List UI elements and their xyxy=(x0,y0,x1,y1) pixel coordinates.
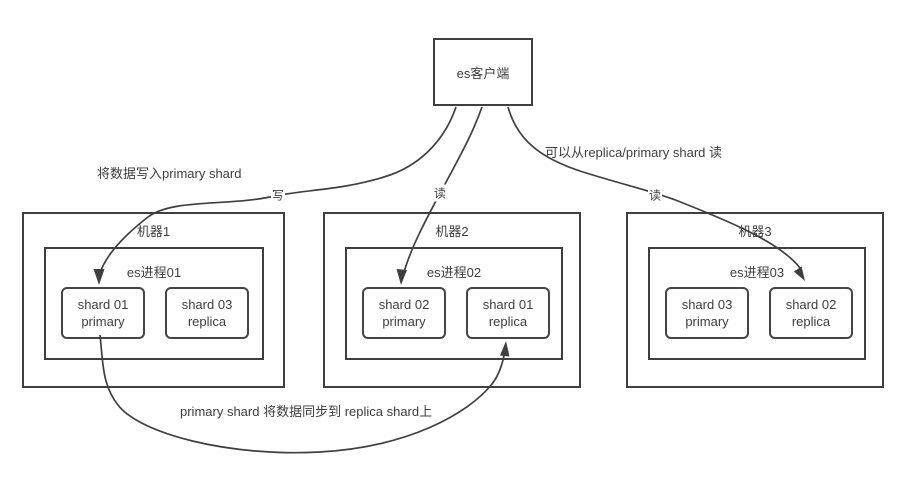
es-process-03-node: es进程03 shard 03 primary shard 02 replica xyxy=(648,247,866,360)
shard-name: shard 01 xyxy=(77,297,129,312)
shard-02-replica-node: shard 02 replica xyxy=(769,287,853,339)
shard-role: replica xyxy=(187,314,227,329)
write-note: 将数据写入primary shard xyxy=(97,166,242,181)
shard-role: replica xyxy=(488,314,528,329)
es-process-02-label: es进程02 xyxy=(426,265,482,280)
write-edge-label: 写 xyxy=(270,186,286,204)
es-client-label: es客户端 xyxy=(456,65,510,81)
shard-01-replica-node: shard 01 replica xyxy=(466,287,550,339)
write-edge-arrowhead xyxy=(93,269,105,285)
machine-2-label: 机器2 xyxy=(435,224,469,239)
shard-name: shard 03 xyxy=(181,297,233,312)
read-note: 可以从replica/primary shard 读 xyxy=(545,145,722,160)
shard-03-primary-node: shard 03 primary xyxy=(665,287,749,339)
shard-name: shard 02 xyxy=(378,297,430,312)
read-edge-machine3-arrowhead xyxy=(793,266,805,281)
shard-role: primary xyxy=(685,314,729,329)
shard-name: shard 01 xyxy=(482,297,534,312)
machine-2-node: 机器2 es进程02 shard 02 primary shard 01 rep… xyxy=(323,212,581,388)
read-edge-label-machine2: 读 xyxy=(432,184,448,202)
machine-3-label: 机器3 xyxy=(738,224,772,239)
read-edge-machine3 xyxy=(507,106,801,269)
es-process-01-label: es进程01 xyxy=(126,265,182,280)
shard-name: shard 03 xyxy=(681,297,733,312)
shard-role: replica xyxy=(791,314,831,329)
machine-1-node: 机器1 es进程01 shard 01 primary shard 03 rep… xyxy=(22,212,285,388)
shard-role: primary xyxy=(382,314,426,329)
es-client-node: es客户端 xyxy=(433,38,533,106)
es-process-01-node: es进程01 shard 01 primary shard 03 replica xyxy=(44,247,264,360)
sync-note: primary shard 将数据同步到 replica shard上 xyxy=(180,404,433,419)
shard-02-primary-node: shard 02 primary xyxy=(362,287,446,339)
shard-role: primary xyxy=(81,314,125,329)
read-edge-label-machine3: 读 xyxy=(647,186,663,204)
es-process-03-label: es进程03 xyxy=(729,265,785,280)
shard-03-replica-node: shard 03 replica xyxy=(165,287,249,339)
es-process-02-node: es进程02 shard 02 primary shard 01 replica xyxy=(345,247,563,360)
machine-1-label: 机器1 xyxy=(136,224,171,239)
write-edge xyxy=(98,106,457,277)
shard-01-primary-node: shard 01 primary xyxy=(61,287,145,339)
shard-name: shard 02 xyxy=(785,297,837,312)
machine-3-node: 机器3 es进程03 shard 03 primary shard 02 rep… xyxy=(626,212,884,388)
sync-edge-arrowhead xyxy=(500,341,510,357)
sync-edge xyxy=(99,334,506,454)
read-edge-machine2-arrowhead xyxy=(396,269,407,285)
